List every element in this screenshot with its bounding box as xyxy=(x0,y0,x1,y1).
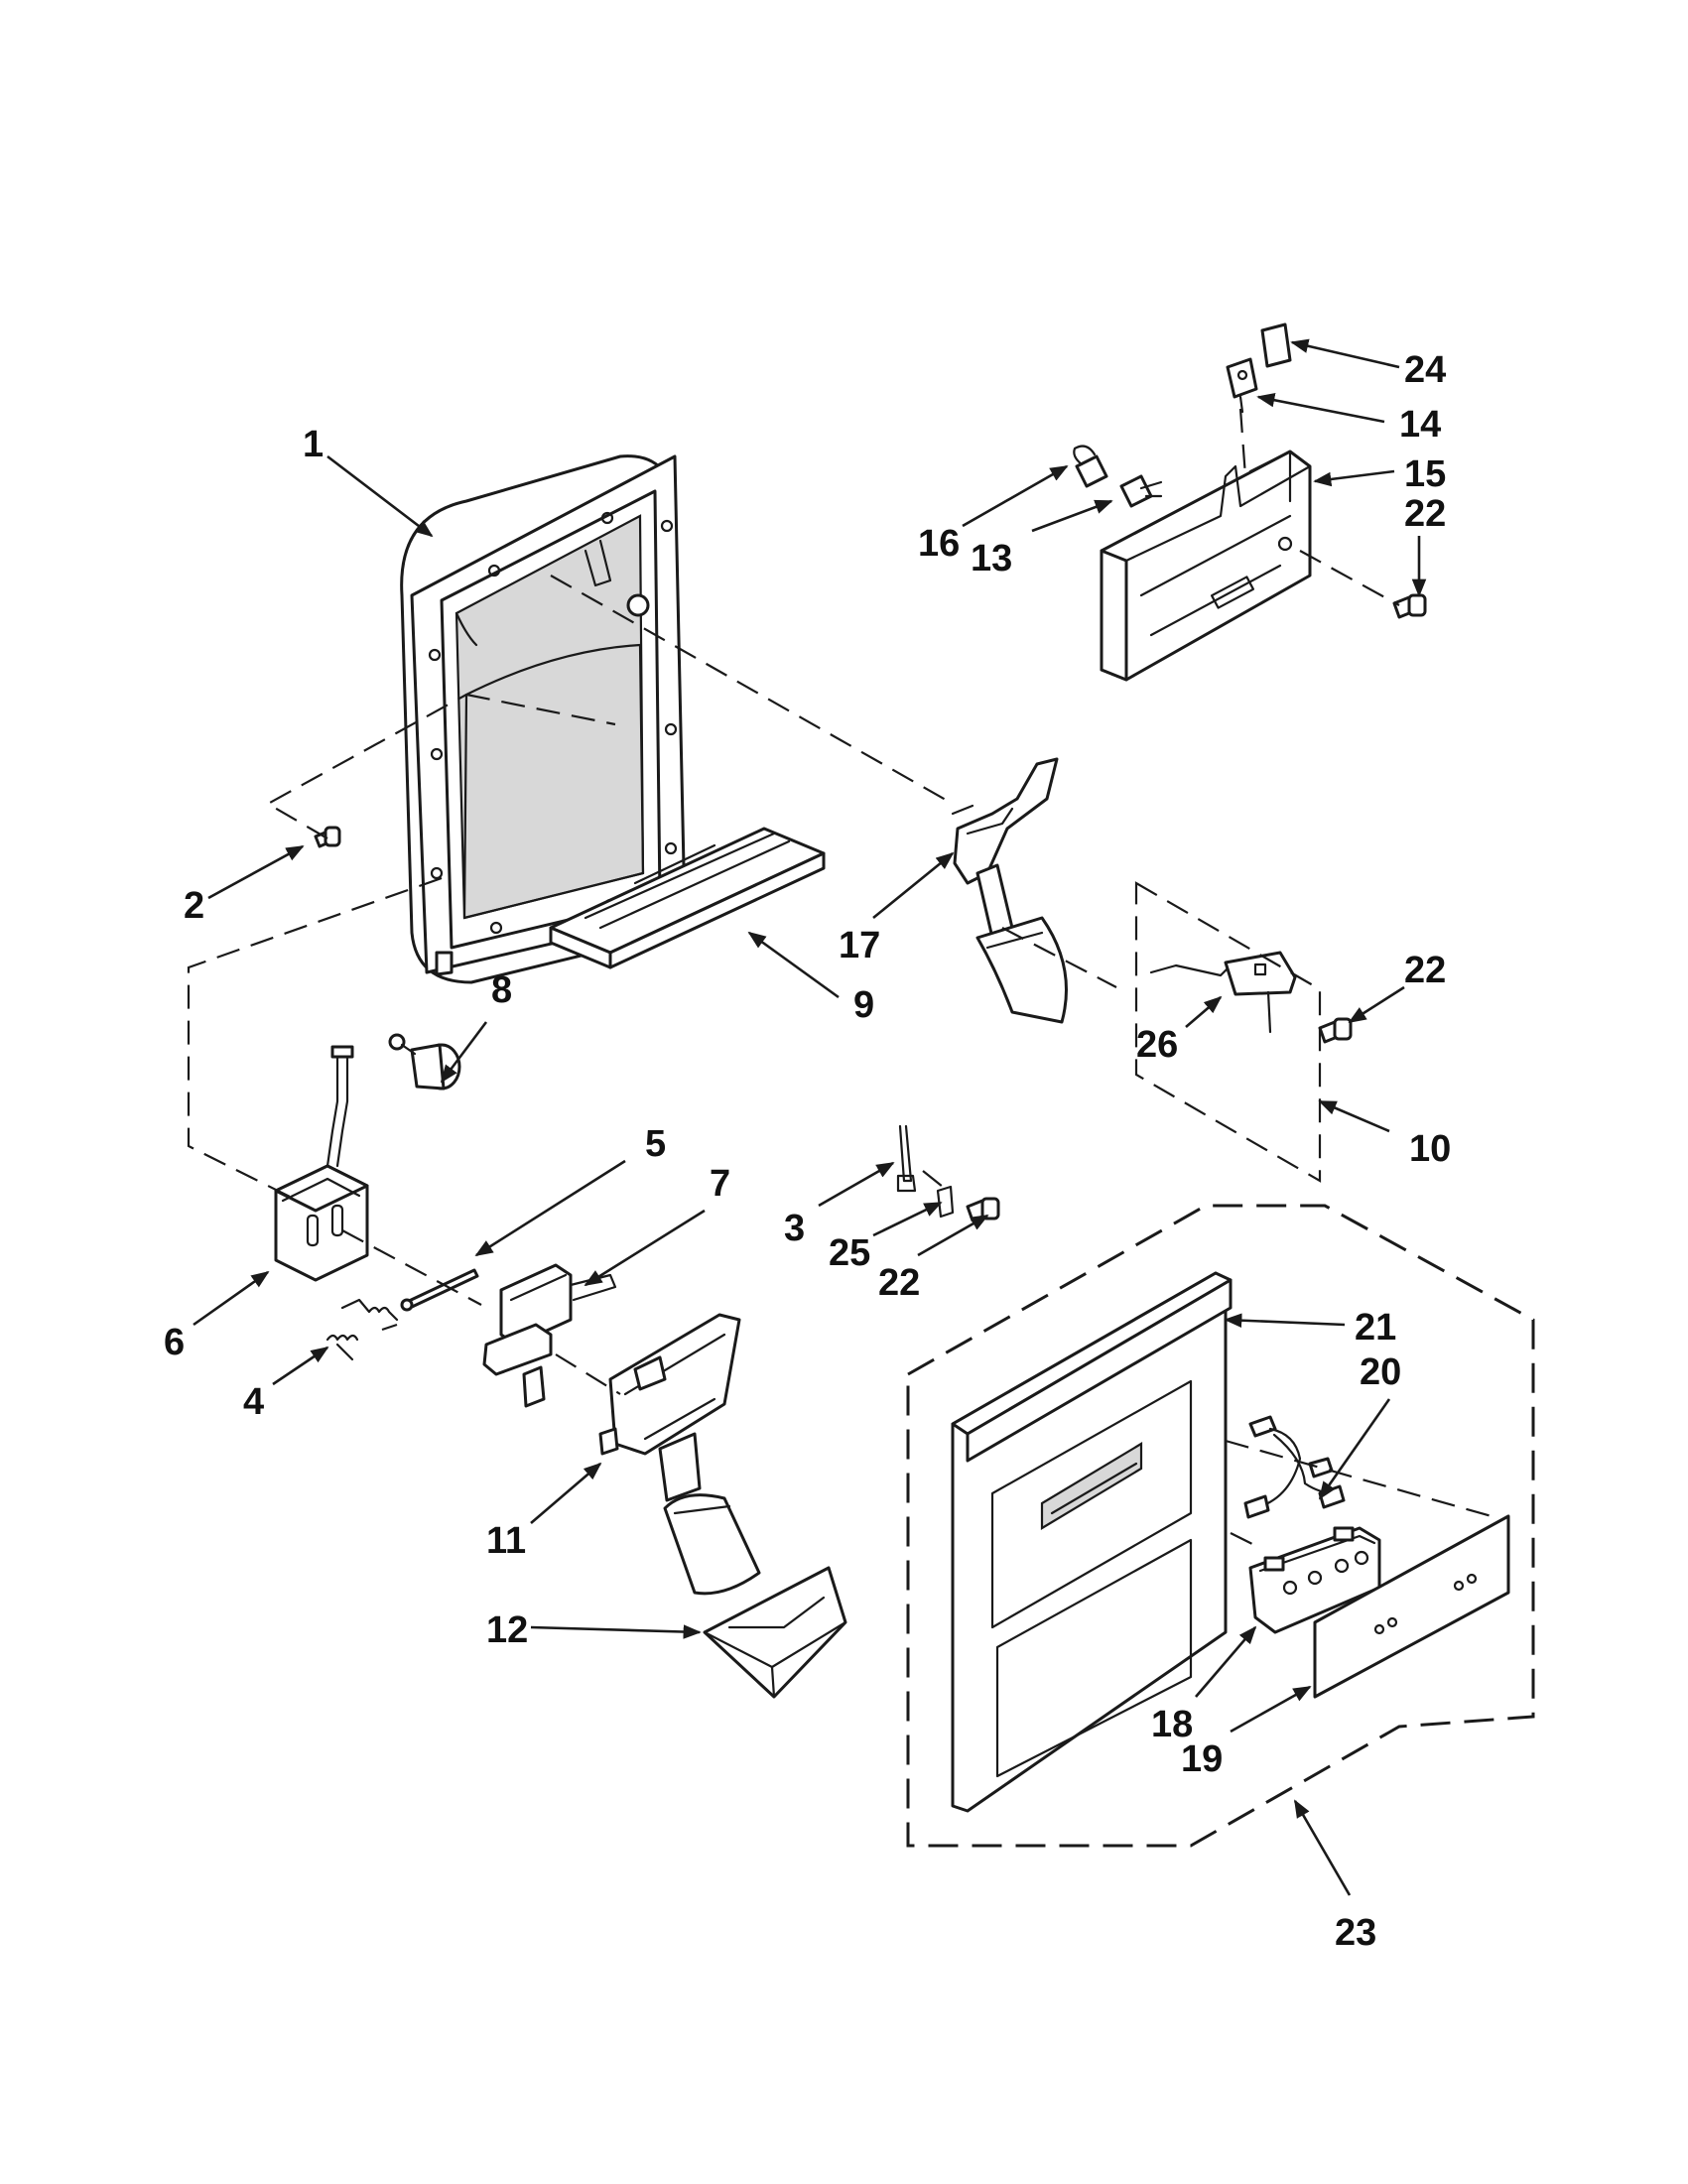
part-17-ice-lever xyxy=(951,757,1068,1024)
callout-6: 6 xyxy=(164,1322,185,1363)
callout-8: 8 xyxy=(491,969,512,1011)
part-24-shield xyxy=(1260,322,1292,368)
part-23-assembly-outline xyxy=(906,1204,1535,1848)
callout-24: 24 xyxy=(1404,349,1446,391)
part-15-bracket xyxy=(1100,450,1312,682)
part-22-screw-right xyxy=(1318,1017,1353,1044)
part-9-drip-tray xyxy=(549,827,826,969)
part-19-overlay xyxy=(1313,1514,1510,1699)
part-16-bulb xyxy=(1073,445,1108,488)
assembly-guide-lines xyxy=(187,408,1499,1549)
callout-9: 9 xyxy=(853,984,874,1026)
callout-4: 4 xyxy=(243,1381,264,1423)
part-6-actuator xyxy=(274,1045,369,1282)
callout-labels: 1 2 3 4 5 6 7 8 9 10 11 12 13 14 15 16 1… xyxy=(164,349,1451,1954)
part-10-group-outline xyxy=(1134,881,1322,1183)
part-3-switch-spring xyxy=(896,1124,917,1193)
part-22-screw-top xyxy=(1392,593,1427,619)
callout-3: 3 xyxy=(784,1208,805,1249)
part-14-switch xyxy=(1226,357,1258,414)
callout-1: 1 xyxy=(303,424,324,465)
callout-26: 26 xyxy=(1136,1024,1178,1066)
part-20-wire-harness xyxy=(1243,1415,1346,1519)
callout-22-middle: 22 xyxy=(878,1262,920,1304)
callout-7: 7 xyxy=(710,1163,730,1205)
callout-19: 19 xyxy=(1181,1738,1223,1780)
part-2-screw xyxy=(314,826,341,848)
callout-17: 17 xyxy=(839,925,880,966)
callout-23: 23 xyxy=(1335,1912,1376,1954)
callout-13: 13 xyxy=(971,538,1012,579)
callout-22-right: 22 xyxy=(1404,950,1446,991)
part-26-lever-arm xyxy=(1149,951,1297,1034)
part-13-socket xyxy=(1119,474,1163,508)
callout-20: 20 xyxy=(1360,1351,1401,1393)
callout-10: 10 xyxy=(1409,1128,1451,1170)
callout-16: 16 xyxy=(918,523,960,565)
callout-22-top: 22 xyxy=(1404,493,1446,535)
part-5-pin xyxy=(400,1268,479,1312)
part-12-chute-cover xyxy=(703,1566,847,1699)
part-21-front-panel xyxy=(951,1271,1233,1813)
part-4-springs xyxy=(325,1298,399,1361)
callout-18: 18 xyxy=(1151,1704,1193,1745)
part-1-dispenser-housing xyxy=(400,454,687,984)
callout-25: 25 xyxy=(829,1232,870,1274)
callout-2: 2 xyxy=(184,885,204,927)
callout-11: 11 xyxy=(486,1520,526,1562)
leader-lines xyxy=(193,338,1427,1896)
part-8-light-bulb xyxy=(388,1033,461,1091)
callout-21: 21 xyxy=(1355,1307,1396,1349)
callout-14: 14 xyxy=(1399,404,1441,446)
callout-12: 12 xyxy=(486,1609,528,1651)
callout-15: 15 xyxy=(1404,453,1446,495)
part-11-ice-paddle xyxy=(598,1313,761,1596)
part-7-lever xyxy=(482,1263,617,1408)
callout-5: 5 xyxy=(645,1123,666,1165)
